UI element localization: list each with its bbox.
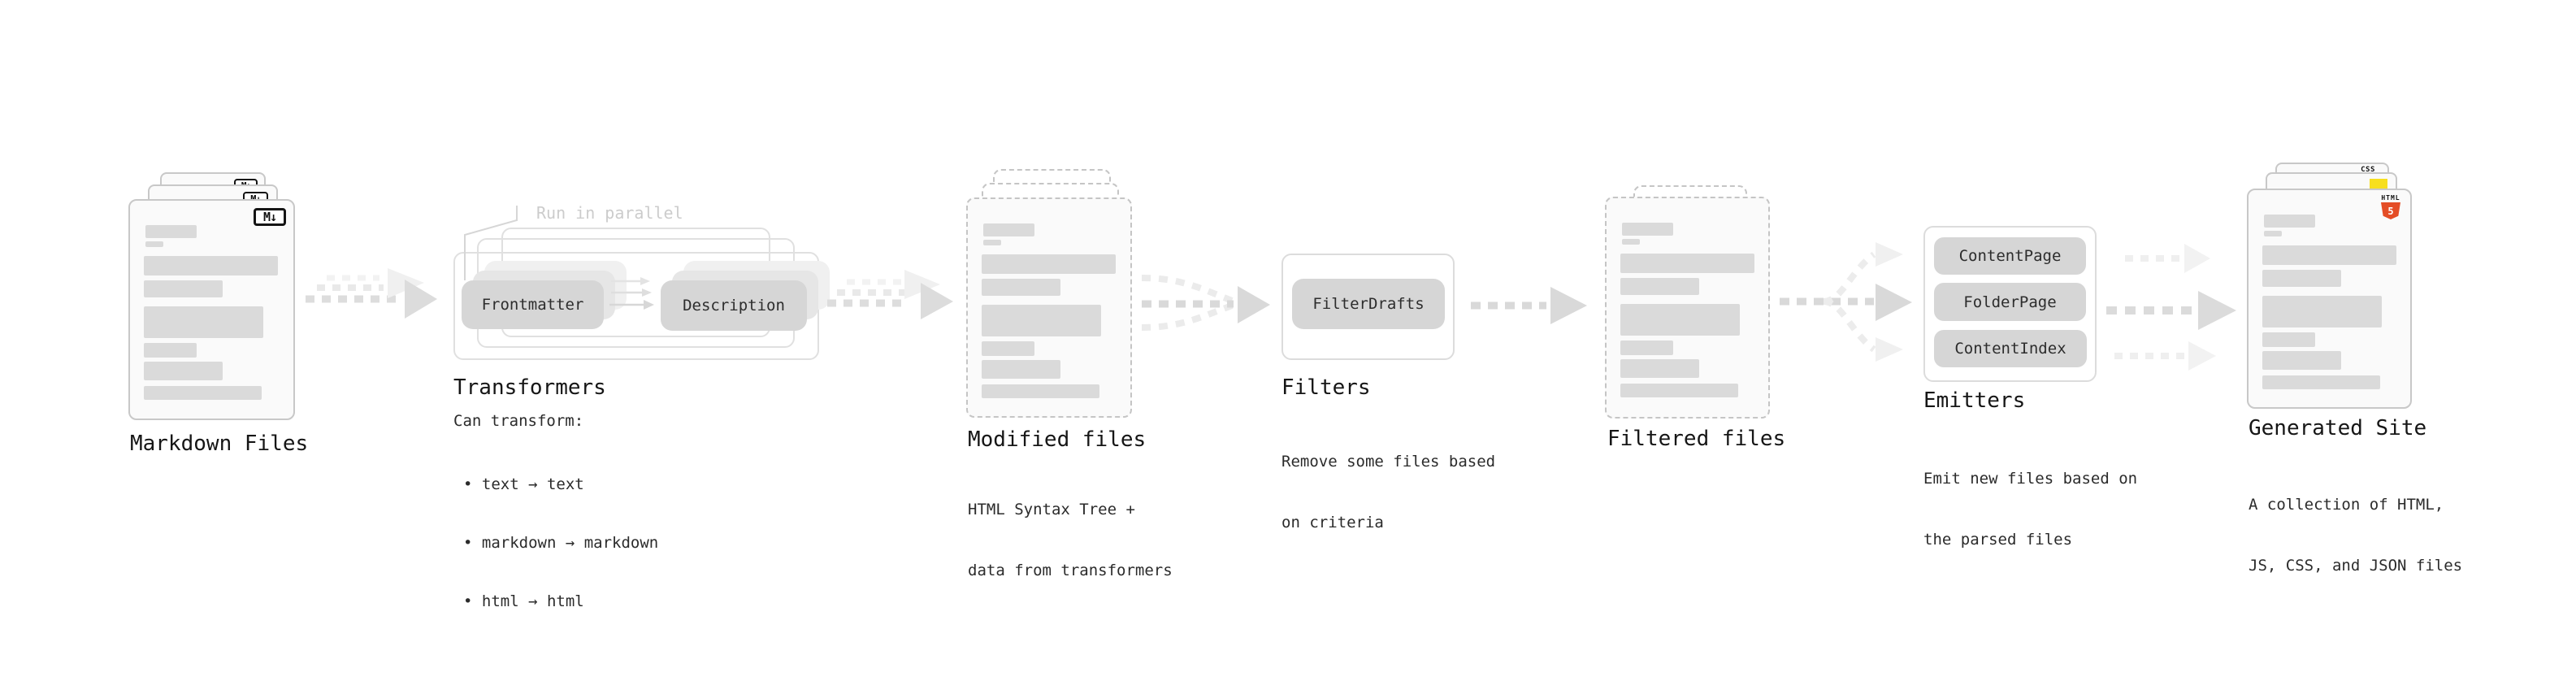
doc-text-bar bbox=[982, 279, 1060, 296]
doc-text-bar bbox=[1620, 254, 1754, 273]
doc-text-bar bbox=[144, 362, 223, 380]
doc-text-bar bbox=[982, 384, 1099, 398]
doc-text-bar bbox=[2262, 351, 2341, 370]
stage-title-modified-files: Modified files bbox=[968, 427, 1147, 452]
doc-text-bar bbox=[144, 306, 263, 338]
doc-text-bar bbox=[144, 343, 197, 358]
doc-text-bar bbox=[1620, 359, 1699, 378]
doc-text-bar bbox=[983, 223, 1034, 236]
doc-placeholder-text bbox=[968, 199, 1130, 416]
doc-text-bar bbox=[982, 360, 1060, 379]
transformer-pill-frontmatter: Frontmatter bbox=[462, 280, 604, 329]
doc-text-bar bbox=[982, 305, 1101, 336]
generated-html-file-card: HTML 5 bbox=[2247, 189, 2412, 409]
stage-title-generated-site: Generated Site bbox=[2249, 416, 2427, 440]
markdown-file-card-front: M↓ bbox=[128, 199, 295, 420]
filters-subtitle: Remove some files based on criteria bbox=[1281, 453, 1496, 531]
arrow-emitters-to-generated bbox=[2106, 244, 2236, 371]
arrow-filters-to-filtered bbox=[1471, 287, 1587, 324]
stage-title-markdown-files: Markdown Files bbox=[130, 432, 309, 456]
emitter-pill-folderpage: FolderPage bbox=[1934, 283, 2086, 321]
pill-link-arrows-icon bbox=[609, 277, 654, 310]
doc-placeholder-text bbox=[2249, 190, 2410, 407]
arrow-filtered-to-emitters bbox=[1780, 242, 1912, 362]
generated-site-subtitle: A collection of HTML, JS, CSS, and JSON … bbox=[2249, 496, 2463, 575]
doc-text-bar bbox=[145, 241, 163, 247]
html5-icon: HTML 5 bbox=[2380, 194, 2401, 219]
doc-text-bar bbox=[2262, 270, 2341, 287]
doc-text-bar bbox=[2264, 231, 2282, 236]
transformers-heading: Can transform: bbox=[453, 412, 584, 430]
emitter-pill-contentindex: ContentIndex bbox=[1934, 330, 2087, 367]
arrow-modified-to-filters bbox=[1141, 275, 1270, 331]
emitters-subtitle: Emit new files based on the parsed files bbox=[1923, 470, 2138, 549]
doc-text-bar bbox=[1620, 340, 1673, 355]
doc-text-bar bbox=[983, 240, 1001, 245]
modified-file-card-front bbox=[966, 197, 1132, 418]
js-icon bbox=[2370, 179, 2387, 190]
stage-title-emitters: Emitters bbox=[1923, 388, 2026, 413]
doc-text-bar bbox=[2262, 296, 2382, 327]
modified-files-subtitle: HTML Syntax Tree + data from transformer… bbox=[968, 501, 1173, 579]
doc-text-bar bbox=[1620, 384, 1738, 397]
bullet-item: • text → text bbox=[463, 475, 584, 493]
arrow-transformers-to-modified bbox=[827, 270, 953, 319]
doc-text-bar bbox=[1620, 278, 1699, 295]
bullet-item: • markdown → markdown bbox=[463, 534, 659, 552]
stage-title-filters: Filters bbox=[1281, 375, 1371, 400]
note-connector-line bbox=[464, 206, 518, 280]
doc-text-bar bbox=[2262, 375, 2380, 389]
stage-title-filtered-files: Filtered files bbox=[1607, 427, 1786, 451]
doc-text-bar bbox=[1622, 239, 1640, 245]
bullet-item: • html → html bbox=[463, 592, 584, 610]
transformer-pill-description: Description bbox=[661, 280, 807, 331]
stage-title-transformers: Transformers bbox=[453, 375, 606, 400]
doc-text-bar bbox=[982, 341, 1034, 356]
doc-placeholder-text bbox=[130, 201, 293, 419]
doc-text-bar bbox=[2264, 215, 2315, 228]
arrow-markdown-to-transformers bbox=[306, 268, 437, 319]
doc-text-bar bbox=[1622, 223, 1673, 236]
emitter-pill-contentpage: ContentPage bbox=[1934, 237, 2086, 275]
filter-pill-filterdrafts: FilterDrafts bbox=[1292, 279, 1445, 329]
doc-text-bar bbox=[144, 386, 262, 400]
transformers-bullet-list: • text → text • markdown → markdown • ht… bbox=[463, 436, 658, 650]
doc-text-bar bbox=[145, 225, 197, 238]
run-in-parallel-note: Run in parallel bbox=[536, 203, 683, 223]
markdown-icon: M↓ bbox=[254, 208, 286, 226]
filtered-file-card-front bbox=[1605, 197, 1770, 419]
doc-text-bar bbox=[982, 254, 1116, 274]
doc-text-bar bbox=[2262, 245, 2396, 265]
doc-text-bar bbox=[144, 280, 223, 297]
doc-text-bar bbox=[1620, 304, 1740, 336]
doc-text-bar bbox=[2262, 332, 2315, 347]
doc-placeholder-text bbox=[1607, 198, 1768, 417]
doc-text-bar bbox=[144, 256, 278, 275]
